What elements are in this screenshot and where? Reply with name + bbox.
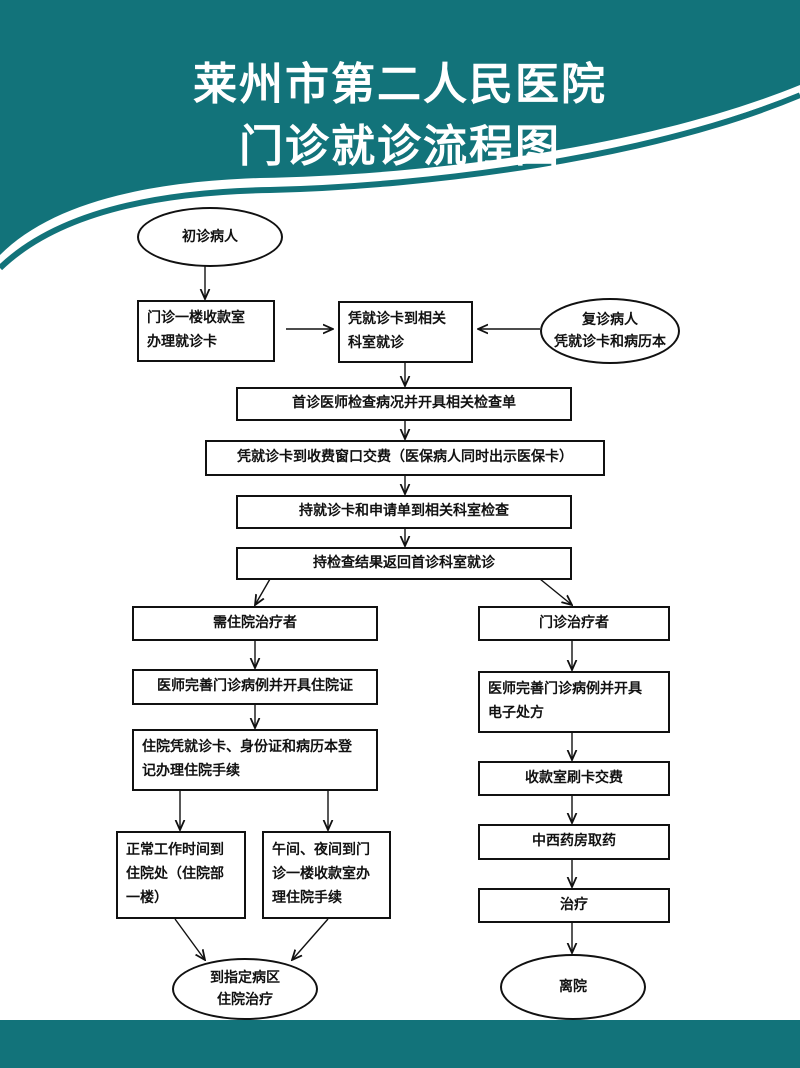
outpatient-need-box: 门诊治疗者 xyxy=(478,606,670,641)
pay-window-box: 凭就诊卡到收费窗口交费（医保病人同时出示医保卡） xyxy=(205,440,605,476)
outpatient-pay-box: 收款室刷卡交费 xyxy=(478,761,670,796)
treatment-box: 治疗 xyxy=(478,888,670,923)
return-results-box: 持检查结果返回首诊科室就诊 xyxy=(236,547,572,580)
inpatient-doctor-box: 医师完善门诊病例并开具住院证 xyxy=(132,669,378,705)
title-line-1: 莱州市第二人民医院 xyxy=(193,59,607,110)
first-doctor-box: 首诊医师检查病况并开具相关检查单 xyxy=(236,387,572,421)
pharmacy-box: 中西药房取药 xyxy=(478,824,670,860)
leave-hospital-oval: 离院 xyxy=(500,954,646,1020)
ward-oval: 到指定病区 住院治疗 xyxy=(172,958,318,1020)
to-department-box: 凭就诊卡到相关 科室就诊 xyxy=(338,301,473,363)
inpatient-need-box: 需住院治疗者 xyxy=(132,606,378,641)
inpatient-register-box: 住院凭就诊卡、身份证和病历本登 记办理住院手续 xyxy=(132,729,378,791)
header-swoosh xyxy=(0,92,800,271)
footer-band xyxy=(0,1020,800,1068)
outpatient-doctor-box: 医师完善门诊病例并开具 电子处方 xyxy=(478,671,670,733)
register-card-box: 门诊一楼收款室 办理就诊卡 xyxy=(137,300,275,362)
return-visit-oval: 复诊病人 凭就诊卡和病历本 xyxy=(540,298,680,364)
title-line-2: 门诊就诊流程图 xyxy=(239,121,561,172)
off-hours-box: 午间、夜间到门 诊一楼收款室办 理住院手续 xyxy=(262,831,391,919)
header-band xyxy=(0,0,800,255)
first-visit-oval: 初诊病人 xyxy=(137,207,283,267)
to-exam-box: 持就诊卡和申请单到相关科室检查 xyxy=(236,495,572,529)
header-swoosh-inner xyxy=(0,88,800,260)
normal-hours-box: 正常工作时间到 住院处（住院部 一楼） xyxy=(116,831,246,919)
